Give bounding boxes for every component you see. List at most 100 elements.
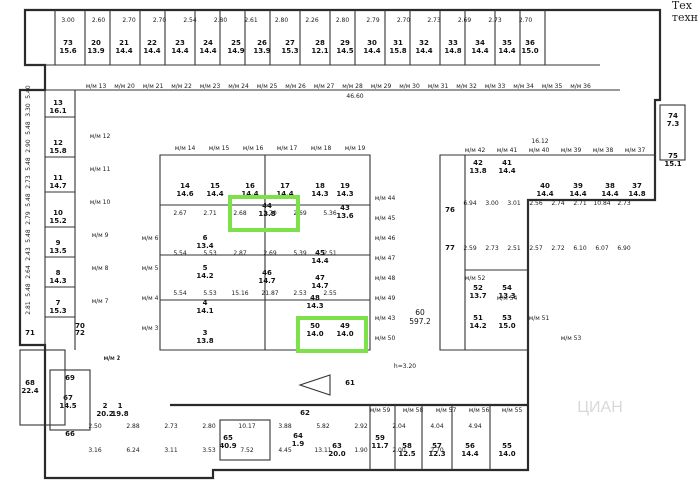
left-dim-5: 2.73 xyxy=(25,175,32,189)
bottom-dim-19: 2.00 xyxy=(392,447,406,454)
mm-inner-top-1: м/м 15 xyxy=(209,145,230,152)
top-spot-17-area: 15.0 xyxy=(521,47,538,55)
right-dim-10: 2.51 xyxy=(507,245,521,252)
top-spot-6-number: 25 xyxy=(231,39,241,47)
mm-inner-right-7: м/м 50 xyxy=(375,335,396,342)
inner-spot-1-area: 14.4 xyxy=(206,190,223,198)
mm-inner-right-6: м/м 43 xyxy=(375,315,396,322)
mm-top-0: м/м 13 xyxy=(86,83,107,90)
right-spot-10-area: 14.2 xyxy=(469,322,486,330)
top-spot-7-area: 13.9 xyxy=(253,47,270,55)
left-spot-5-area: 14.3 xyxy=(49,277,66,285)
right-spot-2-number: 40 xyxy=(540,182,550,190)
bottom-spot-7-number: 62 xyxy=(300,409,310,417)
right-spot-7-area: 15.1 xyxy=(664,160,681,168)
right-spot-0-number: 42 xyxy=(473,159,483,167)
bottom-spot-14-number: 69 xyxy=(65,374,75,382)
top-spot-4-area: 14.4 xyxy=(171,47,188,55)
top-dim-12: 2.73 xyxy=(427,17,441,24)
left-spot-6-area: 15.3 xyxy=(49,307,66,315)
left-spot-4-area: 13.5 xyxy=(49,247,66,255)
right-dim-8: 2.59 xyxy=(463,245,477,252)
right-spot-12-number: 76 xyxy=(445,206,455,214)
bottom-dim-17: 13.11 xyxy=(314,447,331,454)
bottom-spot-10-number: 1 xyxy=(118,402,123,410)
top-dim-3: 2.70 xyxy=(153,17,167,24)
bottom-dim-16: 4.45 xyxy=(278,447,292,454)
inner-spot-0-area: 14.6 xyxy=(176,190,193,198)
top-dim-14: 2.73 xyxy=(488,17,502,24)
bottom-dim-13: 3.11 xyxy=(164,447,178,454)
top-spot-5-area: 14.4 xyxy=(199,47,216,55)
center-height: h=3.20 xyxy=(394,363,416,370)
mm-right-6: м/м 52 xyxy=(465,275,486,282)
mm-left-0: м/м 12 xyxy=(90,133,111,140)
top-dim-1: 2.60 xyxy=(92,17,106,24)
left-spot-3-number: 10 xyxy=(53,209,63,217)
inner-spot-3-area: 14.4 xyxy=(276,190,293,198)
mm-right-3: м/м 39 xyxy=(561,147,582,154)
inner-spot-12-number: 45 xyxy=(315,249,325,257)
center-width: 46.60 xyxy=(346,93,363,100)
bottom-spot-11-area: 20.2 xyxy=(96,410,113,418)
left-dim-7: 2.79 xyxy=(25,211,32,225)
top-dim-10: 2.79 xyxy=(366,17,380,24)
mm-left-4: м/м 8 xyxy=(92,265,109,272)
inner-dim-9: 2.69 xyxy=(263,250,277,257)
inner-spot-3-number: 17 xyxy=(280,182,290,190)
mm-inner-top-2: м/м 16 xyxy=(243,145,264,152)
mm-inner-top-5: м/м 19 xyxy=(345,145,366,152)
mm-top-16: м/м 35 xyxy=(542,83,563,90)
right-spot-0-area: 13.8 xyxy=(469,167,486,175)
bottom-dim-4: 10.17 xyxy=(238,423,255,430)
left-dim-9: 2.43 xyxy=(25,247,32,261)
inner-dim-15: 21.87 xyxy=(261,290,278,297)
inner-spot-1-number: 15 xyxy=(210,182,220,190)
top-spot-12-number: 31 xyxy=(393,39,403,47)
mm-inner-right-3: м/м 47 xyxy=(375,255,396,262)
inner-dim-8: 2.87 xyxy=(233,250,247,257)
highlight-spot-49 xyxy=(296,316,368,353)
top-spot-13-area: 14.4 xyxy=(415,47,432,55)
mm-top-3: м/м 22 xyxy=(171,83,192,90)
right-dim-5: 2.71 xyxy=(573,200,587,207)
top-spot-0-area: 15.6 xyxy=(59,47,76,55)
top-dim-7: 2.80 xyxy=(275,17,289,24)
left-dim-3: 2.90 xyxy=(25,139,32,153)
mm-inner-left-3: м/м 3 xyxy=(142,325,159,332)
inner-spot-13-number: 47 xyxy=(315,274,325,282)
bottom-spot-2-number: 56 xyxy=(465,442,475,450)
right-annex xyxy=(659,104,686,161)
right-spot-3-area: 14.4 xyxy=(569,190,586,198)
mm-inner-top-4: м/м 18 xyxy=(311,145,332,152)
bottom-spot-3-area: 14.0 xyxy=(498,450,515,458)
bottom-spot-17-number: 71 xyxy=(25,329,35,337)
inner-spot-4-area: 14.3 xyxy=(311,190,328,198)
bottom-spot-13-number: 68 xyxy=(25,379,35,387)
watermark: ЦИАН xyxy=(577,399,623,416)
left-dim-12: 2.81 xyxy=(25,301,32,315)
mm-inner-bottom-1: м/м 1 xyxy=(104,355,121,362)
top-spot-8-area: 15.3 xyxy=(281,47,298,55)
mm-inner-left-2: м/м 4 xyxy=(142,295,159,302)
top-spot-13-number: 32 xyxy=(419,39,429,47)
top-spot-6-area: 14.9 xyxy=(227,47,244,55)
inner-spot-5-number: 19 xyxy=(340,182,350,190)
mm-bottom-2: м/м 57 xyxy=(436,407,457,414)
mm-right-0: м/м 42 xyxy=(465,147,486,154)
mm-top-2: м/м 21 xyxy=(143,83,164,90)
top-spot-17-number: 36 xyxy=(525,39,535,47)
top-spot-1-number: 20 xyxy=(91,39,101,47)
inner-dim-4: 2.69 xyxy=(293,210,307,217)
room-68 xyxy=(19,349,66,426)
right-spot-4-area: 14.4 xyxy=(601,190,618,198)
top-dim-0: 3.00 xyxy=(61,17,75,24)
top-dim-15: 2.70 xyxy=(519,17,533,24)
mm-bottom-1: м/м 58 xyxy=(403,407,424,414)
room-67 xyxy=(49,369,91,431)
inner-dim-14: 15.16 xyxy=(231,290,248,297)
top-spot-4-number: 23 xyxy=(175,39,185,47)
bottom-spot-5-area: 20.0 xyxy=(328,450,345,458)
top-spot-1-area: 13.9 xyxy=(87,47,104,55)
